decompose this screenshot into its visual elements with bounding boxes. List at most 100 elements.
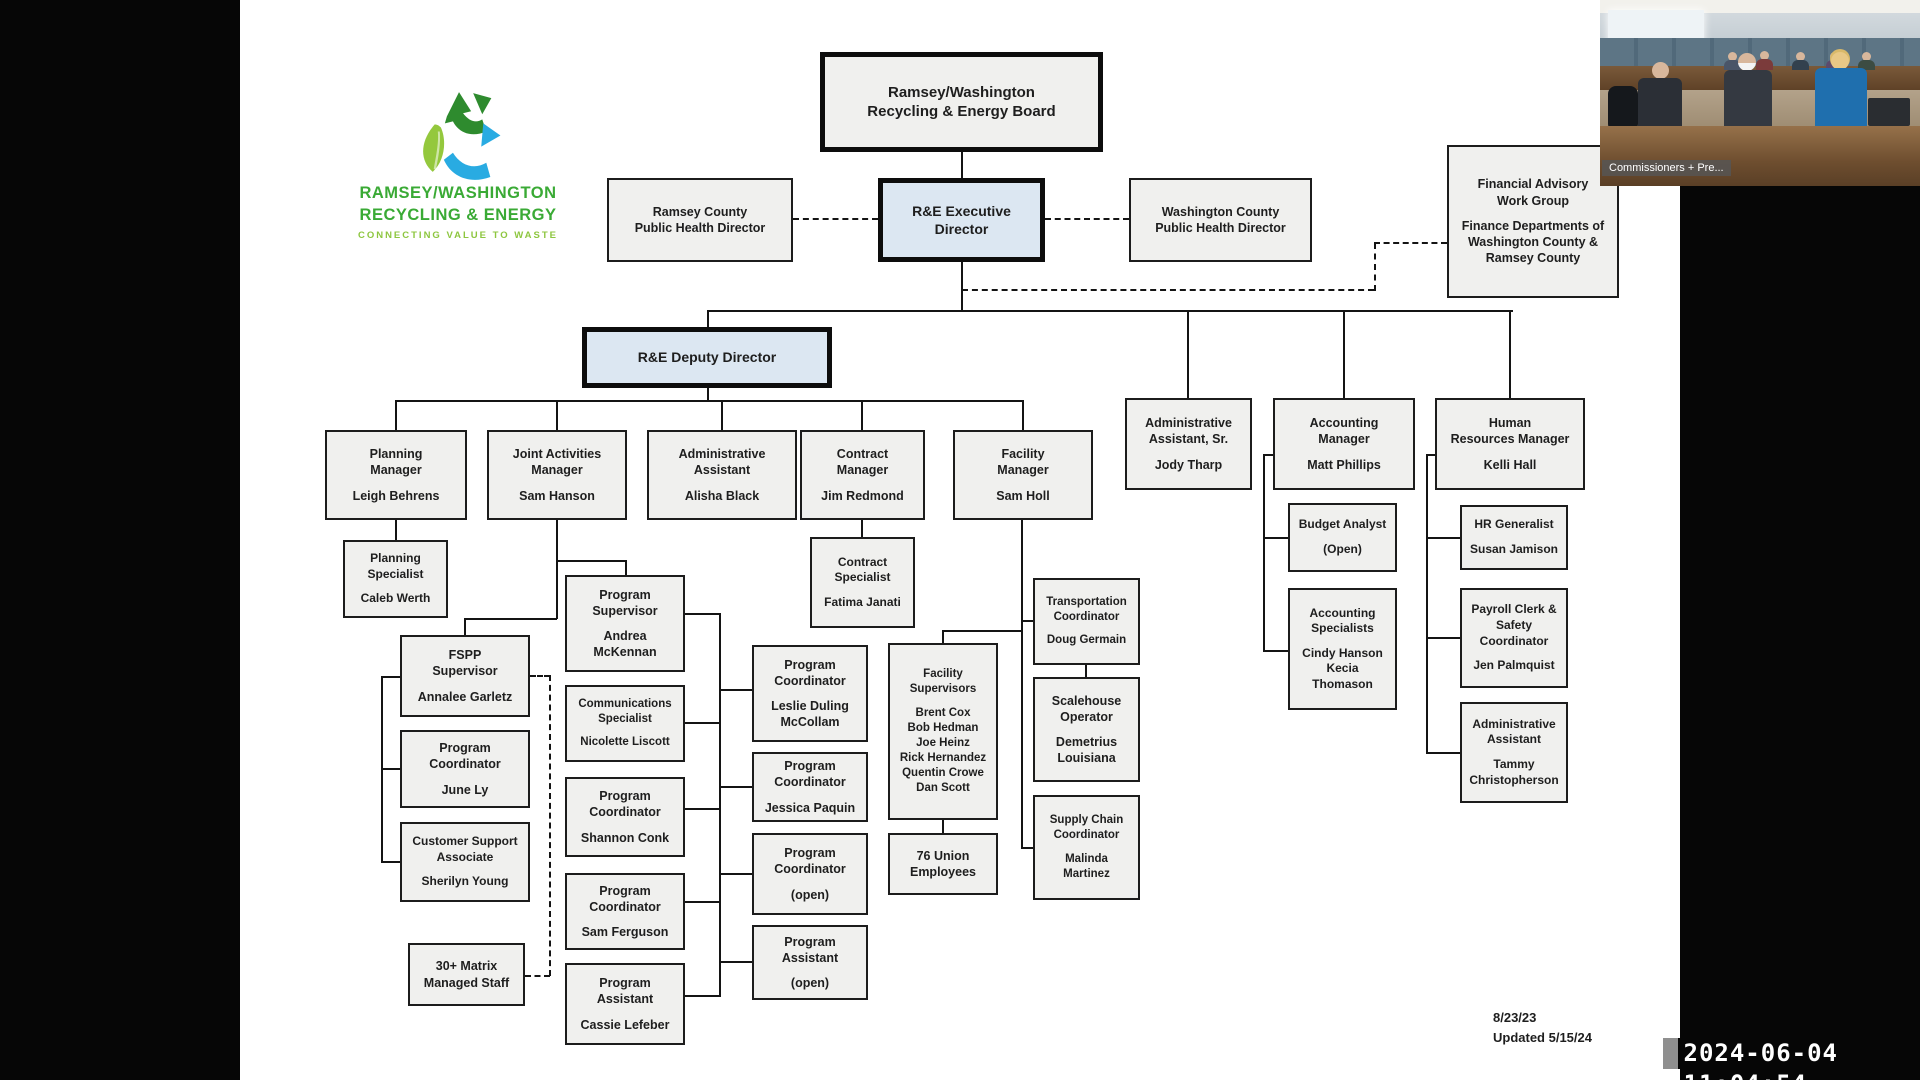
org-node-title: Program Coordinator bbox=[429, 741, 501, 772]
footnote: 8/23/23 Updated 5/15/24 bbox=[1493, 1008, 1592, 1047]
org-connector bbox=[549, 675, 551, 976]
org-node-person: Andrea McKennan bbox=[593, 629, 657, 660]
org-connector bbox=[1343, 310, 1345, 398]
org-node-person: Annalee Garletz bbox=[417, 689, 513, 704]
video-speaker-masked-head bbox=[1738, 53, 1756, 71]
video-person bbox=[1728, 52, 1737, 61]
video-person bbox=[1760, 51, 1769, 60]
org-node-title: Administrative Assistant bbox=[1472, 716, 1556, 747]
org-connector bbox=[685, 722, 720, 724]
org-connector bbox=[395, 520, 397, 541]
org-connector bbox=[1085, 665, 1087, 678]
org-node-title: Financial Advisory Work Group bbox=[1477, 177, 1589, 208]
org-node-title: Communications Specialist bbox=[578, 697, 672, 725]
org-connector bbox=[719, 613, 721, 997]
org-node-program-coordinator-open: Program Coordinator(open) bbox=[752, 833, 868, 915]
org-node-person: Jim Redmond bbox=[821, 488, 904, 503]
org-node-title: Scalehouse Operator bbox=[1051, 693, 1122, 724]
org-node-person: Jody Tharp bbox=[1154, 457, 1223, 472]
org-node-title: Program Coordinator bbox=[589, 789, 661, 820]
org-node-person: Fatima Janati bbox=[824, 594, 901, 609]
org-node-admin-assistant-sr: Administrative Assistant, Sr. Jody Tharp bbox=[1125, 398, 1252, 490]
org-node-person: (open) bbox=[790, 887, 830, 902]
org-node-person: Jen Palmquist bbox=[1473, 658, 1555, 673]
org-node-person: Sam Ferguson bbox=[581, 925, 669, 940]
org-node-person: Brent Cox Bob Hedman Joe Heinz Rick Hern… bbox=[899, 707, 987, 794]
org-connector bbox=[719, 873, 753, 875]
letterbox-left bbox=[0, 0, 240, 1080]
org-connector bbox=[464, 618, 557, 620]
org-node-title: Administrative Assistant, Sr. bbox=[1145, 416, 1232, 447]
org-connector bbox=[861, 520, 863, 538]
org-node-title: Human Resources Manager bbox=[1450, 416, 1570, 447]
org-node-person: Jessica Paquin bbox=[764, 800, 856, 815]
org-node-title: Facility Supervisors bbox=[909, 668, 977, 696]
org-connector bbox=[381, 676, 401, 678]
org-node-person: Demetrius Louisiana bbox=[1055, 735, 1118, 766]
org-node-deputy-director: R&E Deputy Director bbox=[582, 327, 832, 388]
org-connector bbox=[1426, 454, 1436, 456]
org-connector bbox=[961, 152, 963, 178]
org-node-title: Program Supervisor bbox=[592, 587, 658, 618]
org-connector bbox=[1187, 310, 1189, 398]
org-node-person: Matt Phillips bbox=[1307, 457, 1381, 472]
org-connector bbox=[464, 618, 466, 636]
org-node-person: Shannon Conk bbox=[580, 830, 670, 845]
org-node-budget-analyst: Budget Analyst(Open) bbox=[1288, 503, 1397, 572]
org-connector bbox=[685, 901, 720, 903]
org-node-title: Administrative Assistant bbox=[678, 447, 766, 478]
org-node-title: Program Coordinator bbox=[774, 759, 846, 790]
org-connector bbox=[1426, 752, 1461, 754]
org-node-title: R&E Executive Director bbox=[912, 202, 1011, 237]
org-connector bbox=[1045, 218, 1129, 220]
org-node-matrix-staff: 30+ Matrix Managed Staff bbox=[408, 943, 525, 1006]
timestamp-block: 2024-06-04 11:04:54 bbox=[1663, 1038, 1920, 1080]
recycle-icon bbox=[423, 92, 501, 180]
org-connector bbox=[942, 820, 944, 834]
org-node-title: Contract Specialist bbox=[834, 554, 891, 585]
org-connector bbox=[719, 961, 753, 963]
org-connector bbox=[525, 975, 550, 977]
video-person bbox=[1724, 60, 1741, 70]
org-node-title: Contract Manager bbox=[836, 447, 889, 478]
org-node-title: R&E Deputy Director bbox=[637, 349, 777, 366]
org-node-title: Transportation Coordinator bbox=[1046, 595, 1127, 623]
org-connector bbox=[707, 388, 709, 401]
org-node-title: Customer Support Associate bbox=[412, 834, 518, 864]
org-node-person: Sherilyn Young bbox=[421, 874, 509, 889]
org-node-title: Ramsey County Public Health Director bbox=[634, 204, 766, 235]
video-speaker-blonde-head bbox=[1831, 52, 1849, 70]
org-connector bbox=[556, 400, 558, 431]
org-node-title: Accounting Manager bbox=[1309, 416, 1379, 447]
org-connector bbox=[961, 262, 963, 310]
org-node-person: Cindy Hanson Kecia Thomason bbox=[1302, 645, 1383, 691]
org-node-person: Sam Holl bbox=[996, 488, 1050, 503]
org-node-title: HR Generalist bbox=[1474, 517, 1554, 532]
video-feed[interactable]: Commissioners + Pre... bbox=[1600, 0, 1920, 186]
org-node-person: Leslie Duling McCollam bbox=[771, 699, 849, 730]
org-connector bbox=[942, 630, 944, 644]
org-node-title: Budget Analyst bbox=[1298, 517, 1387, 532]
org-node-title: Supply Chain Coordinator bbox=[1049, 814, 1124, 842]
org-connector bbox=[707, 310, 709, 328]
logo-tagline: CONNECTING VALUE TO WASTE bbox=[357, 229, 559, 241]
org-connector bbox=[530, 675, 550, 677]
org-node-title: FSPP Supervisor bbox=[432, 648, 498, 679]
org-node-ramsey-phd: Ramsey County Public Health Director bbox=[607, 178, 793, 262]
org-node-person: Malinda Martinez bbox=[1063, 853, 1110, 880]
org-node-title: Joint Activities Manager bbox=[512, 447, 602, 478]
video-person bbox=[1858, 60, 1875, 70]
org-node-person: Caleb Werth bbox=[360, 591, 431, 606]
